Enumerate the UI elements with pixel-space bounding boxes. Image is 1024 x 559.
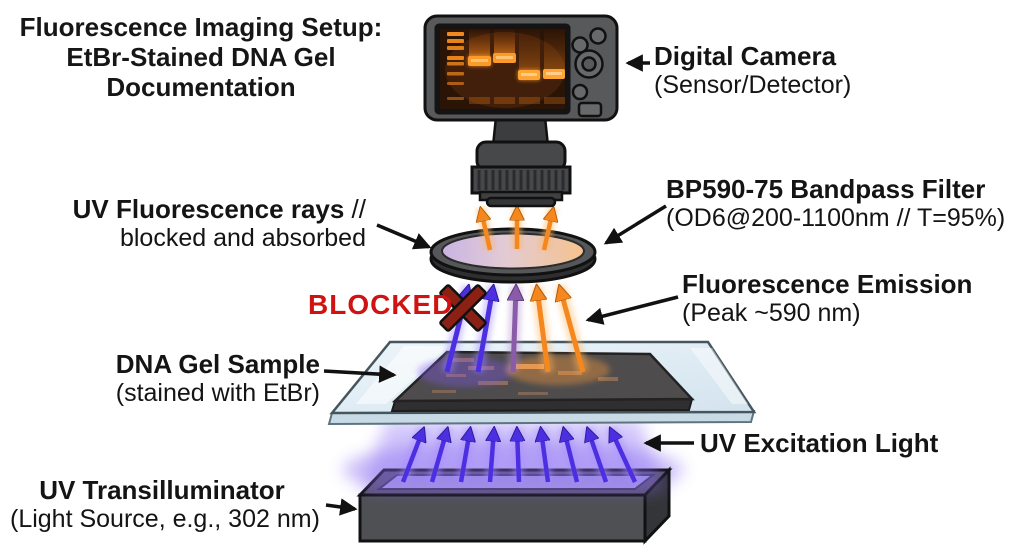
transilluminator-front-face [358,493,647,543]
camera-button [589,27,607,45]
lane-smears [469,29,565,73]
leader-arrows [323,54,694,516]
label-bandpass-filter: BP590-75 Bandpass Filter (OD6@200-1100nm… [666,174,1006,233]
camera-button [577,101,603,118]
filter-pointer-arrow [603,204,667,245]
camera-lens [470,140,572,208]
emission-ray [560,288,586,373]
transilluminator-subtitle: (Light Source, e.g., 302 nm) [10,505,320,533]
digital-camera-title: Digital Camera [654,41,837,71]
label-fluorescence-emission: Fluorescence Emission (Peak ~590 nm) [682,269,973,328]
uv-excitation-title: UV Excitation Light [700,428,939,458]
emission-rays-above-filter [481,207,553,252]
fluorescence-emission-subtitle: (Peak ~590 nm) [682,299,861,327]
title-line3: Documentation [106,72,296,102]
uv-fluorescence-title: UV Fluorescence rays [72,194,345,224]
uv-fluorescence-subtitle: blocked and absorbed [119,224,366,252]
dna-gel-title: DNA Gel Sample [115,349,320,379]
title-line1: Fluorescence Imaging Setup: [19,12,383,42]
camera-dial-center [581,56,597,72]
uv-ray-blocked [475,288,493,373]
uv-fluorescence-pointer-arrow [376,223,432,250]
emission-pointer-arrow [585,295,679,325]
ladder-bands [447,32,464,100]
uv-excitation-rays [362,420,665,492]
emission-ray [537,288,551,373]
gel-pointer-arrow [323,365,397,383]
fluorescence-emission-title: Fluorescence Emission [682,269,973,299]
bandpass-filter-subtitle: (OD6@200-1100nm // T=95%) [666,204,1006,232]
diagram-title: Fluorescence Imaging Setup: EtBr-Stained… [8,12,394,102]
digital-camera-subtitle: (Sensor/Detector) [654,71,852,99]
label-uv-excitation: UV Excitation Light [700,429,938,458]
label-dna-gel: DNA Gel Sample (stained with EtBr) [58,349,320,408]
camera-button [571,83,589,101]
blocked-x-icon [439,284,487,332]
title-line2: EtBr-Stained DNA Gel [66,42,336,72]
transilluminator-pointer-arrow [325,498,358,516]
bandpass-filter-title: BP590-75 Bandpass Filter [666,174,986,204]
screen-gel-image [440,29,565,109]
emission-and-uv-rays-below-filter [441,286,589,374]
label-digital-camera: Digital Camera (Sensor/Detector) [654,41,852,100]
sample-bands [468,53,565,104]
uv-fluorescence-suffix: // [344,194,366,224]
blocked-text: BLOCKED [308,289,454,320]
label-uv-fluorescence: UV Fluorescence rays // blocked and abso… [40,194,366,253]
digital-camera [423,14,619,208]
camera-controls [571,27,607,118]
label-transilluminator: UV Transilluminator (Light Source, e.g.,… [10,475,320,534]
dna-gel-subtitle: (stained with EtBr) [115,379,320,407]
mixed-ray [513,288,516,373]
transilluminator-title: UV Transilluminator [39,475,285,505]
